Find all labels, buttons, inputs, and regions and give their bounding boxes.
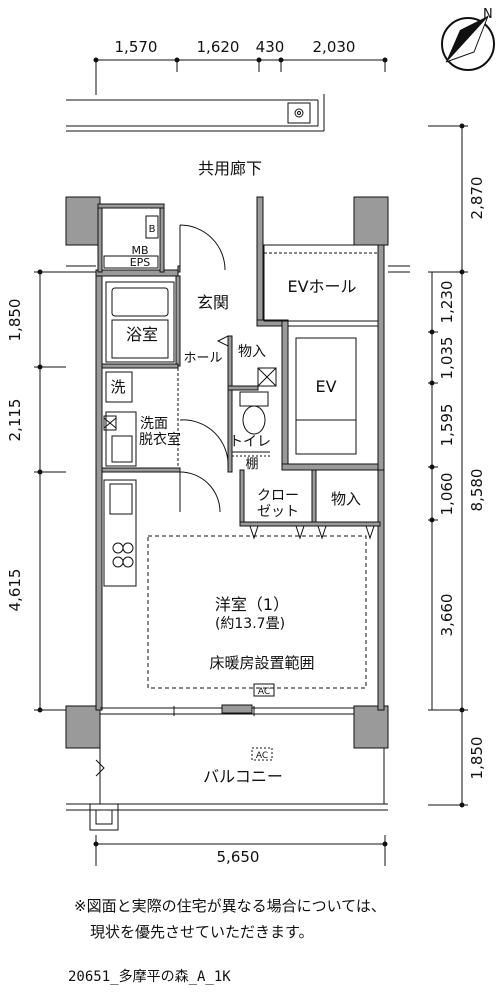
dim-top-3: 430: [256, 38, 285, 56]
label-room-size: (約13.7畳): [215, 616, 285, 632]
label-mb: MB: [131, 244, 148, 257]
label-floor-heating: 床暖房設置範囲: [209, 654, 314, 672]
label-closet-2: ゼット: [257, 504, 299, 520]
dim-right-inner-5: 3,660: [438, 594, 456, 637]
label-room-name: 洋室（1）: [215, 595, 289, 614]
dim-right-inner-2: 1,035: [438, 337, 456, 380]
dim-right-inner-3: 1,595: [438, 404, 456, 447]
label-entrance: 玄関: [197, 293, 229, 312]
label-washroom-1: 洗面: [140, 416, 168, 432]
label-eps: EPS: [130, 256, 151, 269]
label-storage: 物入: [331, 490, 361, 508]
dim-top-2: 1,620: [197, 38, 240, 56]
note-line-2: 現状を優先させていただきます。: [90, 923, 314, 941]
label-hall: ホール: [183, 351, 222, 366]
label-ac: AC: [258, 687, 270, 697]
label-corridor: 共用廊下: [198, 159, 262, 178]
label-ev: EV: [315, 377, 336, 396]
label-ac-balcony: AC: [256, 751, 268, 761]
dim-bottom: 5,650: [217, 848, 260, 866]
label-washer: 洗: [110, 378, 125, 396]
dim-right-inner-4: 1,060: [438, 473, 456, 516]
dim-right-outer-2: 8,580: [468, 469, 486, 512]
dim-right-outer-1: 2,870: [468, 177, 486, 220]
note-line-1: ※図面と実際の住宅が異なる場合については、: [74, 897, 386, 915]
dim-right-outer-3: 1,850: [468, 737, 486, 780]
plan-id: 20651_多摩平の森_A_1K: [68, 969, 231, 985]
label-washroom-2: 脱衣室: [139, 431, 181, 448]
label-closet-1: クロー: [257, 488, 299, 504]
dim-left-2: 2,115: [6, 399, 24, 442]
dim-left-3: 4,615: [6, 569, 24, 612]
label-bath: 浴室: [126, 325, 158, 344]
label-storage-small: 物入: [238, 344, 266, 360]
label-balcony: バルコニー: [203, 767, 283, 786]
dim-top-1: 1,570: [115, 38, 158, 56]
disclaimer-note: ※図面と実際の住宅が異なる場合については、 現状を優先させていただきます。: [74, 893, 494, 945]
label-toilet: トイレ: [229, 434, 271, 450]
label-mb-box: B: [149, 224, 156, 235]
dim-top-4: 2,030: [313, 38, 356, 56]
label-shelf: 棚: [245, 457, 258, 472]
north-arrow-icon: [441, 15, 495, 71]
dim-right-inner-1: 1,230: [438, 281, 456, 324]
north-label: N: [483, 7, 493, 22]
dim-left-1: 1,850: [6, 299, 24, 342]
label-ev-hall: EVホール: [287, 277, 356, 296]
